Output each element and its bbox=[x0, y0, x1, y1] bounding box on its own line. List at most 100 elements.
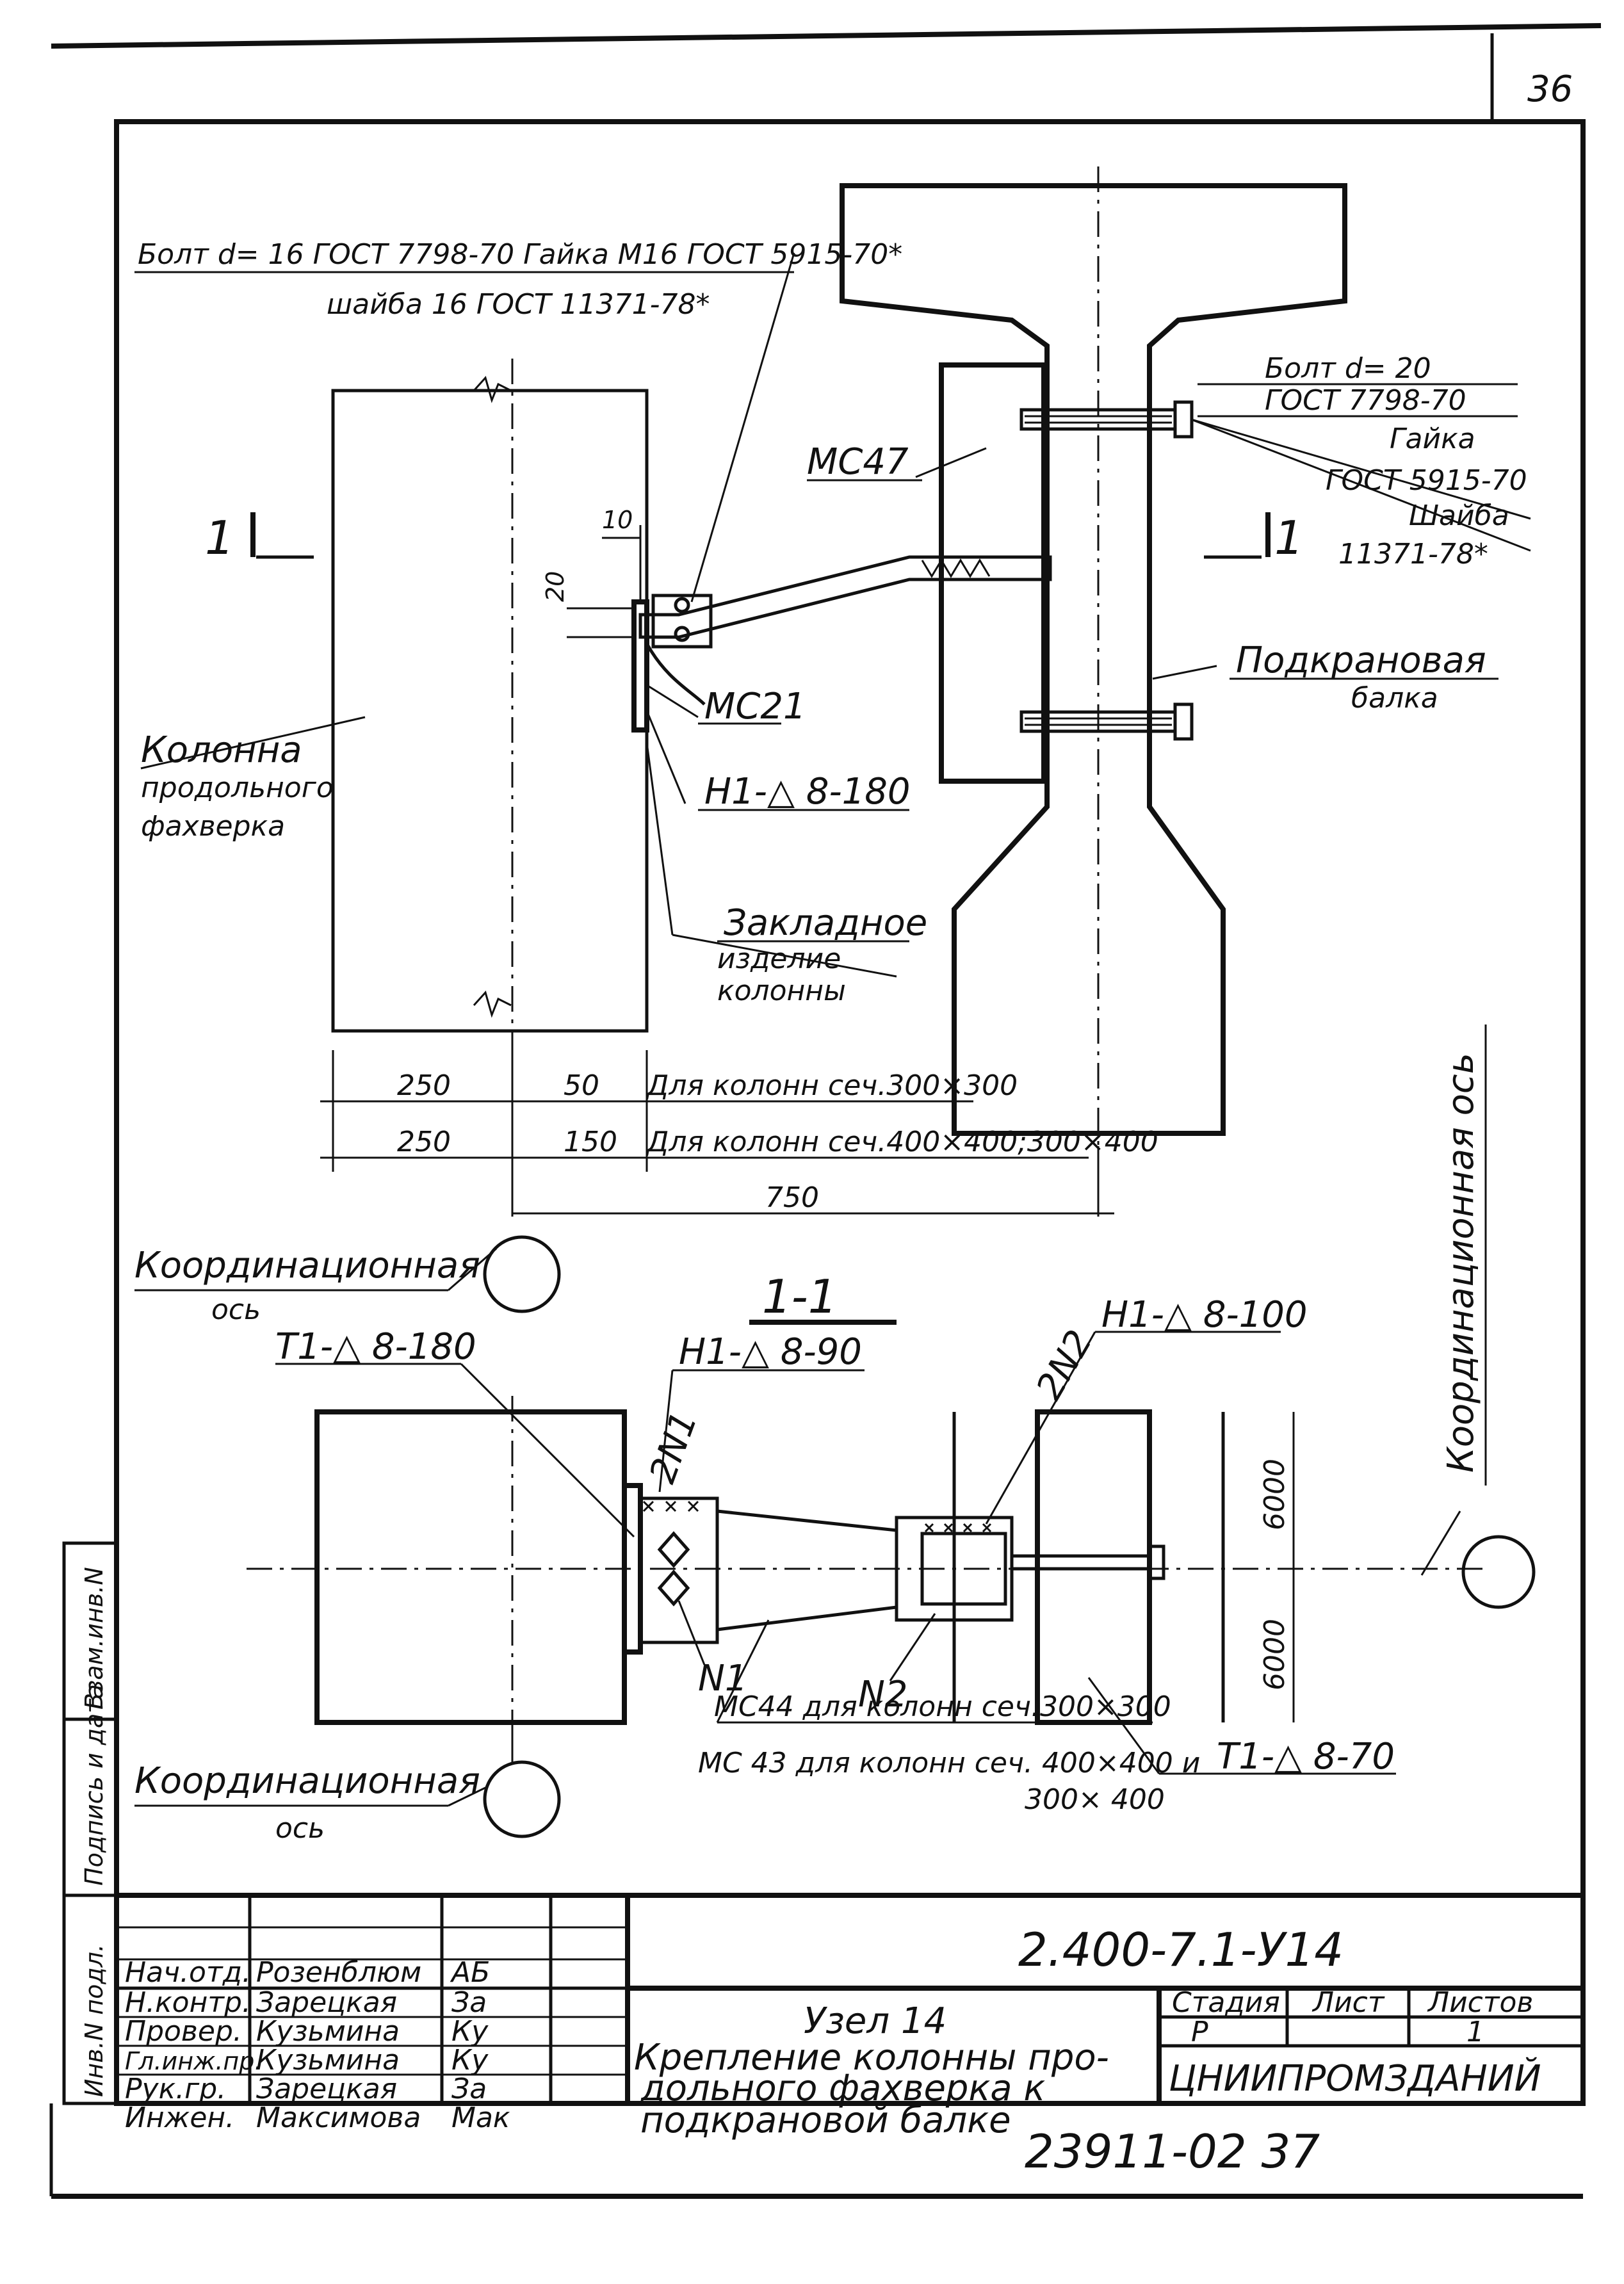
name-5: Зарецкая bbox=[256, 2073, 397, 2105]
bolt-lower bbox=[1019, 702, 1194, 741]
side-stamp: Инв.N подл. Подпись и дата Взам.инв.N bbox=[62, 1541, 118, 2105]
dim-750: 750 bbox=[765, 1181, 819, 1214]
bolt-right-6: 11371-78* bbox=[1338, 538, 1488, 571]
weld-n2-label: Н1-△ 8-100 bbox=[1101, 1294, 1308, 1336]
description-1: Крепление колонны про- bbox=[634, 2037, 1109, 2078]
section-1-1: 1-1 6000 6000 Координ bbox=[134, 1270, 1536, 1845]
plate-mc47 bbox=[939, 362, 1046, 784]
elevation-view: 1 1 Болт d= 16 ГОСТ 7798-70 Гайка М16 ГО… bbox=[134, 166, 1531, 1486]
weld-left-label: Т1-△ 8-180 bbox=[275, 1326, 476, 1368]
signature-3: Ку bbox=[451, 2015, 489, 2048]
bolt-top-label: Болт d= 16 ГОСТ 7798-70 Гайка М16 ГОСТ 5… bbox=[138, 238, 902, 271]
weld-bottom-label: Т1-△ 8-70 bbox=[1217, 1736, 1395, 1778]
name-4: Кузьмина bbox=[256, 2044, 400, 2077]
role-4: Гл.инж.пр. bbox=[125, 2047, 262, 2075]
column-label-2: продольного bbox=[141, 772, 334, 804]
section-mark-right: 1 bbox=[1204, 511, 1304, 565]
dim-row1-b: 50 bbox=[564, 1069, 599, 1102]
dim-row2-a: 250 bbox=[397, 1126, 451, 1158]
node-title: Узел 14 bbox=[804, 2000, 946, 2042]
embedded-label-2: изделие bbox=[717, 943, 841, 975]
coord-axis-label-2: Координационная bbox=[134, 1760, 480, 1802]
column-label-3: фахверка bbox=[141, 810, 285, 843]
label-n1: N1 bbox=[698, 1658, 748, 1699]
axis-bubble-2 bbox=[1461, 1535, 1536, 1609]
signature-4: Ку bbox=[451, 2044, 489, 2077]
embedded-mc21 bbox=[631, 599, 649, 733]
axis-bubble-3 bbox=[483, 1760, 561, 1838]
sheets-header: Листов bbox=[1427, 1986, 1533, 2019]
axis-bubble-1 bbox=[483, 1235, 561, 1313]
signature-2: За bbox=[451, 1986, 487, 2019]
washer-top-label: шайба 16 ГОСТ 11371-78* bbox=[327, 288, 710, 321]
svg-text:1: 1 bbox=[205, 511, 234, 565]
signature-5: За bbox=[451, 2073, 487, 2105]
side-stamp-inv: Инв.N подл. bbox=[80, 1944, 108, 2097]
dim-row2-b: 150 bbox=[564, 1126, 617, 1158]
sheet-header: Лист bbox=[1311, 1986, 1385, 2019]
name-1: Розенблюм bbox=[256, 1956, 421, 1989]
dimension-rows: 250 50 Для колонн сеч.300×300 250 150 Дл… bbox=[320, 1050, 1158, 1217]
bracket-n1 bbox=[638, 1496, 719, 1644]
mc44-label: МС44 для колонн сеч.300×300 bbox=[714, 1690, 1171, 1723]
description-3: подкрановой балке bbox=[640, 2100, 1011, 2141]
signature-6: Мак bbox=[451, 2102, 510, 2134]
label-2n1: 2N1 bbox=[642, 1406, 706, 1489]
title-block: 2.400-7.1-У14 Нач.отд. Н.контр. Провер. … bbox=[114, 1893, 1586, 2141]
stage-value: Р bbox=[1191, 2016, 1208, 2048]
name-3: Кузьмина bbox=[256, 2015, 400, 2048]
section-mark-left: 1 bbox=[205, 511, 314, 565]
coord-axis-label-1b: ось bbox=[211, 1293, 261, 1326]
role-3: Провер. bbox=[125, 2015, 242, 2048]
role-5: Рук.гр. bbox=[125, 2073, 226, 2105]
mc21-label: МС21 bbox=[704, 686, 806, 727]
mc47-label: МС47 bbox=[807, 441, 909, 483]
embedded-label-3: колонны bbox=[717, 975, 846, 1007]
side-stamp-sign: Подпись и дата bbox=[80, 1684, 108, 1886]
weld-label-1: Н1-△ 8-180 bbox=[704, 771, 911, 813]
bolt-right-3: Гайка bbox=[1390, 423, 1475, 455]
name-6: Максимова bbox=[256, 2102, 421, 2134]
bolt-right-4: ГОСТ 5915-70 bbox=[1326, 464, 1527, 497]
label-n2: N2 bbox=[858, 1674, 908, 1715]
page-number: 36 bbox=[1527, 69, 1573, 110]
stage-header: Стадия bbox=[1172, 1986, 1280, 2019]
side-stamp-replace: Взам.инв.N bbox=[80, 1567, 108, 1710]
sheets-value: 1 bbox=[1466, 2016, 1484, 2048]
embedded-label-1: Закладное bbox=[724, 902, 927, 944]
dim-row2-c: Для колонн сеч.400×400;300×400 bbox=[646, 1126, 1158, 1158]
sheet-frame: 36 bbox=[49, 23, 1602, 2199]
weld-n1-label: Н1-△ 8-90 bbox=[679, 1331, 862, 1373]
coord-axis-label-2b: ось bbox=[275, 1812, 325, 1845]
dim-row1-c: Для колонн сеч.300×300 bbox=[646, 1069, 1018, 1102]
column-label-1: Колонна bbox=[141, 729, 302, 771]
section-title: 1-1 bbox=[762, 1270, 838, 1324]
bolt-right-5: Шайба bbox=[1409, 499, 1509, 532]
bolt-upper bbox=[1019, 400, 1194, 439]
bolt-right-1: Болт d= 20 bbox=[1265, 352, 1431, 385]
signature-1: АБ bbox=[450, 1956, 490, 1989]
dim-6000-top: 6000 bbox=[1258, 1459, 1291, 1530]
dim-10: 10 bbox=[602, 506, 633, 534]
designation: 2.400-7.1-У14 bbox=[1018, 1923, 1344, 1977]
coord-axis-vertical: Координационная ось bbox=[1440, 1053, 1482, 1473]
framework-column bbox=[331, 389, 649, 1033]
mc43-label-1: МС 43 для колонн сеч. 400×400 и bbox=[698, 1747, 1200, 1779]
dim-6000-bottom: 6000 bbox=[1258, 1619, 1291, 1690]
role-6: Инжен. bbox=[125, 2102, 234, 2134]
dim-20: 20 bbox=[541, 571, 569, 602]
archive-number: 23911-02 37 bbox=[1025, 2125, 1320, 2178]
crane-beam bbox=[840, 183, 1347, 1136]
svg-text:1: 1 bbox=[1274, 511, 1304, 565]
mc43-label-2: 300× 400 bbox=[1025, 1783, 1165, 1816]
crane-beam-label-2: балка bbox=[1351, 682, 1438, 715]
description-2: дольного фахверка к bbox=[640, 2068, 1045, 2109]
label-2n2: 2N2 bbox=[1028, 1324, 1101, 1407]
role-1: Нач.отд. bbox=[125, 1956, 251, 1989]
section-column bbox=[314, 1409, 627, 1725]
coord-axis-label-1: Координационная bbox=[134, 1245, 480, 1286]
name-2: Зарецкая bbox=[256, 1986, 397, 2019]
organization: ЦНИИПРОМЗДАНИЙ bbox=[1169, 2058, 1541, 2100]
strut-n1-n2 bbox=[715, 1509, 898, 1632]
